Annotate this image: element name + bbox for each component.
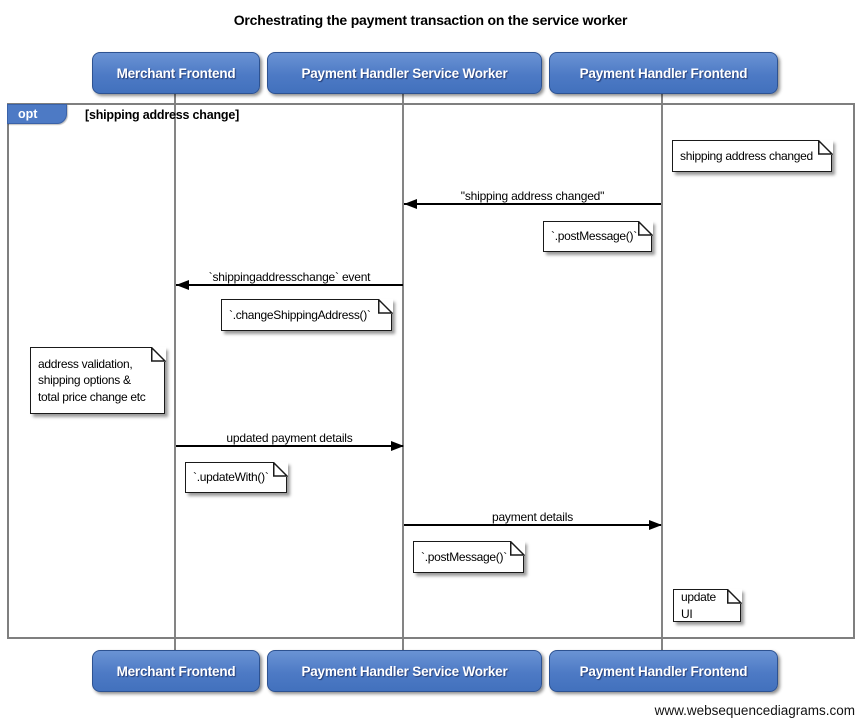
arrowhead-right [391, 441, 404, 451]
actor-merchant-frontend-top: Merchant Frontend [92, 52, 260, 94]
message-label-updated-payment-details: updated payment details [226, 431, 353, 445]
diagram-title: Orchestrating the payment transaction on… [233, 12, 628, 28]
actor-payment-handler-service-worker-bottom: Payment Handler Service Worker [267, 650, 542, 692]
actor-merchant-frontend-bottom: Merchant Frontend [92, 650, 260, 692]
arrowhead-right [649, 520, 662, 530]
note-postmessage-upper: `.postMessage()` [543, 220, 653, 252]
actor-label: Merchant Frontend [116, 65, 236, 81]
note-text: `.postMessage()` [421, 549, 507, 564]
arrowhead-left [404, 199, 417, 209]
note-address-validation: address validation, shipping options & t… [30, 346, 166, 414]
note-text: address validation, shipping options & t… [38, 357, 146, 404]
lifeline-payment-handler-service-worker [402, 92, 404, 651]
actor-label: Payment Handler Service Worker [301, 663, 508, 679]
lifeline-merchant-frontend [174, 92, 176, 651]
note-changeshippingaddress: `.changeShippingAddress()` [221, 298, 393, 331]
actor-payment-handler-frontend-top: Payment Handler Frontend [549, 52, 778, 94]
actor-payment-handler-service-worker-top: Payment Handler Service Worker [267, 52, 542, 94]
actor-label: Merchant Frontend [116, 663, 236, 679]
note-text: `.postMessage()` [551, 229, 637, 244]
message-line [404, 203, 661, 205]
note-text: update UI [681, 590, 716, 621]
note-fold-icon [817, 139, 833, 155]
watermark: www.websequencediagrams.com [654, 703, 855, 718]
note-updatewith: `.updateWith()` [185, 461, 288, 493]
actor-payment-handler-frontend-bottom: Payment Handler Frontend [549, 650, 778, 692]
message-label-shippingaddresschange-event: `shippingaddresschange` event [208, 270, 371, 284]
lifeline-payment-handler-frontend [661, 92, 663, 651]
note-update-ui: update UI [673, 588, 742, 622]
arrowhead-left [176, 280, 189, 290]
message-label-payment-details: payment details [491, 510, 574, 524]
note-text: shipping address changed [680, 148, 813, 163]
opt-frame-tab: opt [7, 104, 67, 124]
note-shipping-address-changed: shipping address changed [672, 139, 833, 172]
note-fold-icon [377, 298, 393, 314]
note-fold-icon [150, 346, 166, 362]
note-fold-icon [726, 588, 742, 604]
note-text: `.changeShippingAddress()` [229, 307, 371, 322]
note-fold-icon [509, 540, 525, 556]
message-label-shipping-address-changed: "shipping address changed" [460, 189, 605, 203]
note-fold-icon [272, 461, 288, 477]
opt-frame-guard-label: [shipping address change] [85, 108, 240, 122]
opt-frame [7, 103, 855, 639]
note-text: `.updateWith()` [193, 470, 269, 485]
actor-label: Payment Handler Service Worker [301, 65, 508, 81]
message-line [404, 524, 661, 526]
note-postmessage-lower: `.postMessage()` [413, 540, 525, 573]
message-line [176, 284, 403, 286]
message-line [176, 445, 403, 447]
actor-label: Payment Handler Frontend [579, 65, 748, 81]
note-fold-icon [637, 220, 653, 236]
actor-label: Payment Handler Frontend [579, 663, 748, 679]
